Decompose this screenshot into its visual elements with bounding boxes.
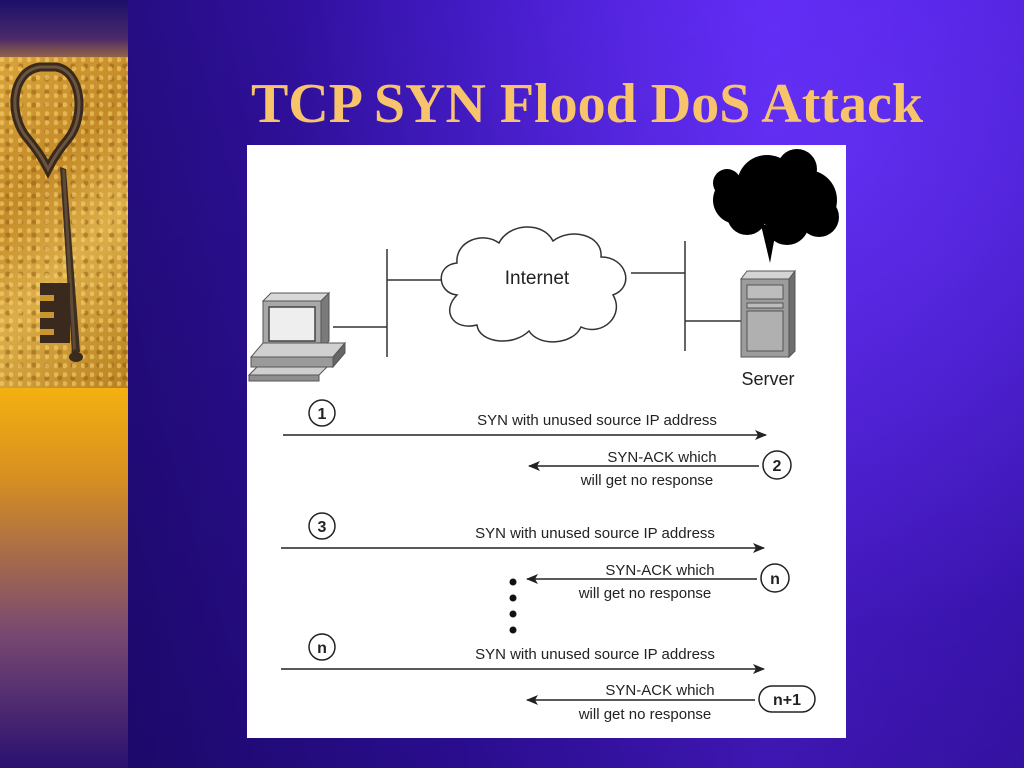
step-badge-label: n+1: [773, 692, 801, 709]
step-badge: [308, 633, 336, 661]
internet-label: Internet: [505, 268, 570, 289]
key-photo: [0, 57, 128, 388]
step-n-plus-1-syn-ack: n+1 SYN-ACK which will get no response: [526, 682, 816, 723]
step-badge: [308, 399, 336, 427]
step-2-syn-ack: 2 SYN-ACK which will get no response: [528, 449, 792, 489]
step-message-line-2: will get no response: [578, 585, 712, 602]
step-n-syn: n SYN with unused source IP address: [281, 633, 765, 674]
internet-cloud-icon: [440, 226, 627, 343]
step-message-line-1: SYN-ACK which: [605, 682, 714, 699]
slide-title: TCP SYN Flood DoS Attack: [150, 72, 1024, 136]
step-message: SYN with unused source IP address: [475, 525, 715, 542]
step-badge-label: 2: [773, 458, 782, 475]
server-icon: [740, 269, 796, 359]
step-n-syn-ack: n SYN-ACK which will get no response: [526, 562, 790, 602]
step-badge-label: n: [317, 640, 327, 657]
step-message: SYN with unused source IP address: [475, 646, 715, 663]
step-message: SYN with unused source IP address: [477, 412, 717, 429]
step-badge-label: n: [770, 571, 780, 588]
step-badge: [758, 685, 816, 713]
diagram-canvas: Internet Server: [247, 149, 839, 723]
step-message-line-1: SYN-ACK which: [607, 449, 716, 466]
step-1-syn: 1 SYN with unused source IP address: [283, 399, 767, 440]
step-badge: [308, 512, 336, 540]
step-badge: [762, 450, 792, 480]
old-iron-key-icon: [10, 62, 84, 362]
step-3-syn: 3 SYN with unused source IP address: [281, 512, 765, 553]
client-computer-icon: [247, 291, 347, 382]
slide-title-text: TCP SYN Flood DoS Attack: [250, 73, 924, 135]
step-message-line-2: will get no response: [580, 472, 714, 489]
step-message-line-2: will get no response: [578, 706, 712, 723]
step-badge-label: 1: [318, 406, 327, 423]
syn-flood-diagram: Internet Server: [247, 145, 846, 738]
server-label: Server: [741, 369, 794, 389]
black-cloud-icon: [713, 149, 839, 263]
step-message-line-1: SYN-ACK which: [605, 562, 714, 579]
step-badge: [760, 563, 790, 593]
step-badge-label: 3: [318, 519, 327, 536]
continuation-dots: [509, 578, 517, 634]
